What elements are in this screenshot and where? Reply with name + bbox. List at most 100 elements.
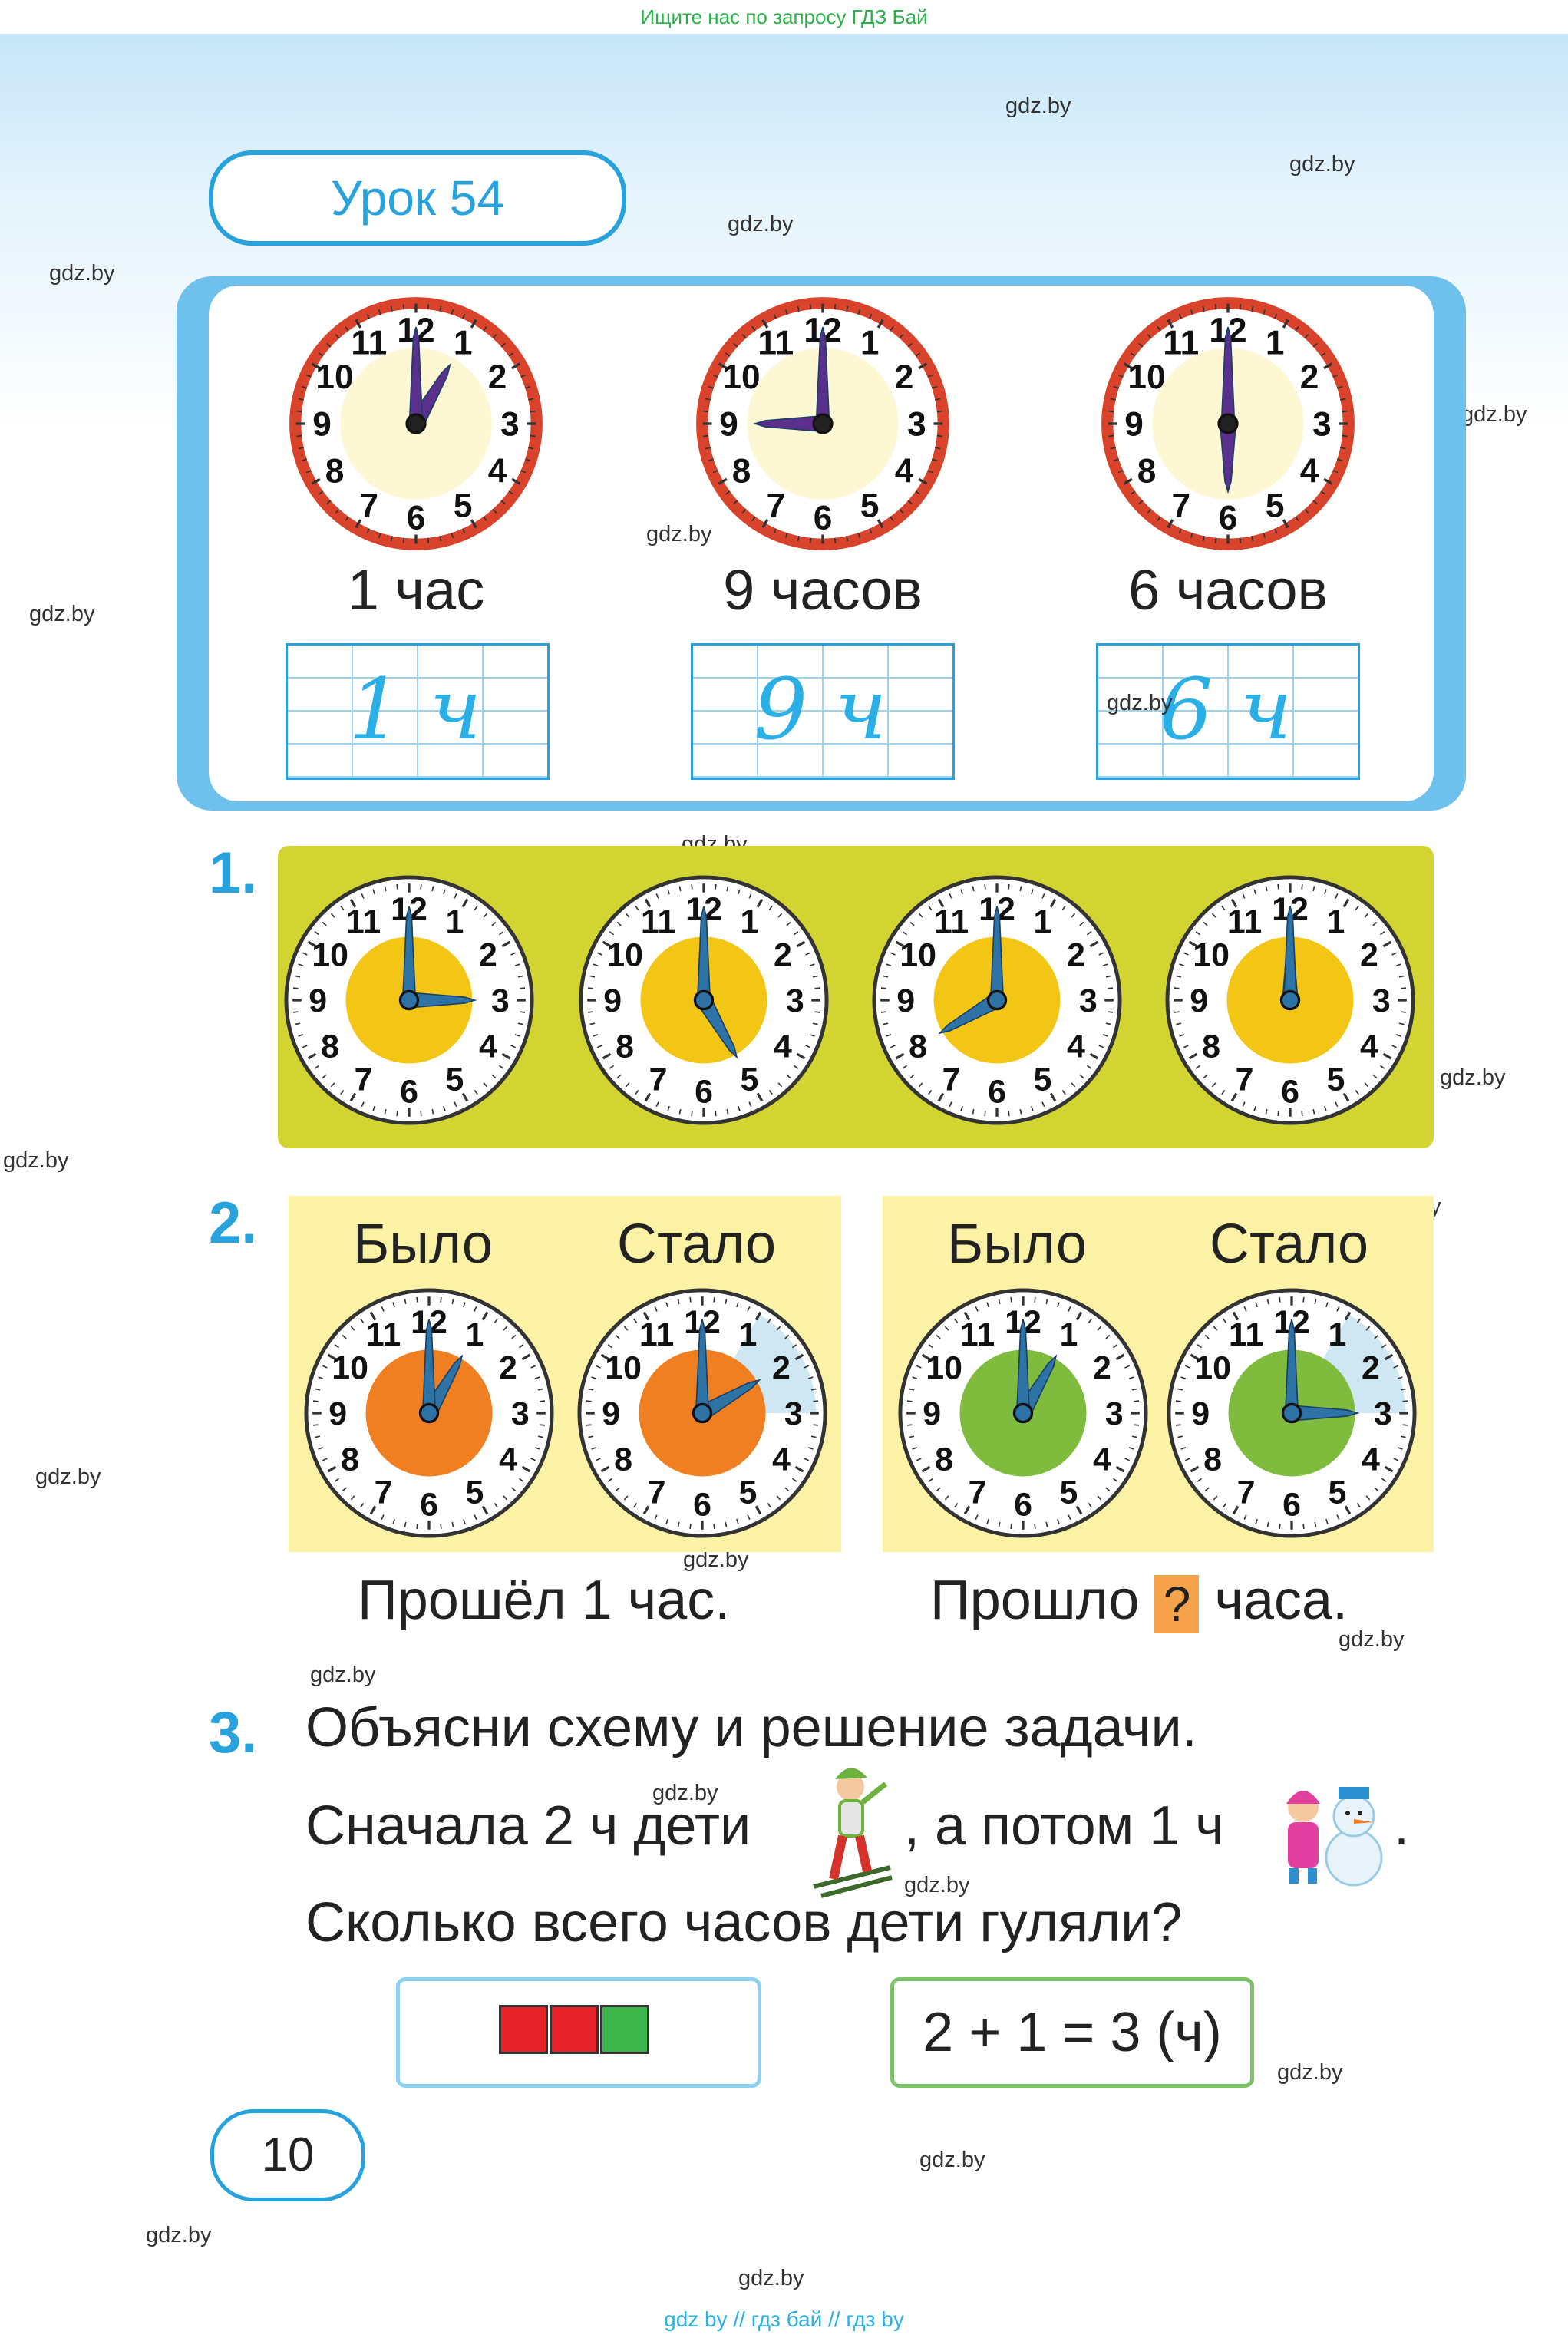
clock-number: 6 (1219, 500, 1238, 537)
clock-number: 11 (639, 1316, 674, 1353)
clock-tick (1204, 1487, 1210, 1492)
clock-tick (1061, 1089, 1066, 1095)
clock-tick (591, 1447, 597, 1450)
clock-tick (927, 470, 933, 474)
clock-tick (1128, 1447, 1134, 1450)
clock-tick (906, 1400, 913, 1402)
clock-tick (1282, 319, 1289, 329)
clock-tick (1342, 1092, 1350, 1102)
clock-number: 8 (1203, 1441, 1222, 1478)
clock-tick (902, 931, 908, 936)
clock-tick (886, 1034, 892, 1037)
clock-tick (916, 1458, 922, 1461)
clock-tick (500, 500, 506, 505)
clock-tick (345, 516, 349, 522)
clock-number: 2 (1300, 358, 1319, 396)
clock-tick (1197, 1478, 1203, 1482)
clock-tick (1274, 528, 1278, 534)
clock-tick (1204, 1334, 1210, 1339)
clock-tick (1045, 1299, 1048, 1305)
clock-tick (1355, 905, 1359, 911)
clock-tick (481, 1311, 489, 1321)
handwritten-answer-1: 1 ч (348, 660, 482, 758)
clock-tick (1335, 893, 1339, 899)
clock-tick (474, 1306, 477, 1312)
clock-tick (511, 1334, 517, 1339)
clock-tick (1019, 886, 1022, 892)
clock-tick (1178, 313, 1182, 319)
clock-tick (812, 1022, 818, 1025)
clock-tick (501, 940, 511, 948)
clock-tick (1221, 1089, 1226, 1095)
clock-number: 5 (1328, 1474, 1346, 1511)
clock-tick (751, 325, 756, 332)
clock-tick (1112, 1478, 1118, 1482)
clock-tick (427, 304, 430, 310)
clock-tick (302, 1045, 308, 1048)
clock-number: 4 (1067, 1028, 1085, 1065)
clock-tick (703, 410, 709, 413)
clock-number: 6 (988, 1074, 1006, 1111)
clock-tick (1211, 1082, 1216, 1088)
clock-tick (1113, 458, 1119, 462)
clock-number: 7 (969, 1474, 987, 1511)
clock-tick (794, 1353, 804, 1361)
clock-tick (751, 516, 756, 522)
clock-tick (1108, 987, 1114, 989)
clock-tick (708, 458, 714, 462)
clock-tick (880, 987, 886, 989)
clock-tick (1213, 1495, 1218, 1501)
clock-tick (1400, 1435, 1406, 1438)
clock-tick (530, 434, 536, 438)
clock-tick (725, 490, 731, 495)
clock-tick (1010, 1524, 1012, 1530)
clock-tick (932, 385, 938, 389)
clock-tick (1374, 1487, 1379, 1492)
clock-number: 9 (1191, 1395, 1210, 1432)
clock-tick (1320, 490, 1326, 495)
watermark: gdz.by (49, 261, 115, 286)
scheme-segment (499, 2005, 548, 2054)
clock-tick (600, 1465, 610, 1473)
clock-tick (1230, 1092, 1238, 1102)
clock-number: 9 (309, 982, 327, 1019)
clock-tick (311, 362, 321, 370)
clock-tick (589, 1022, 596, 1025)
clock-tick (733, 342, 738, 348)
clock-tick (1075, 1311, 1083, 1321)
clock-tick (954, 1502, 959, 1508)
clock-tick (350, 1326, 355, 1331)
clock-tick (1008, 883, 1010, 890)
clock-tick (350, 1495, 355, 1501)
clock-number: 8 (935, 1441, 953, 1478)
clock-number: 1 (1059, 1316, 1078, 1353)
clock-tick (1180, 1376, 1187, 1379)
clock-number: 4 (1093, 1441, 1111, 1478)
clock-tick (773, 313, 777, 319)
clock-tick (678, 1108, 682, 1115)
clock-number: 7 (375, 1474, 393, 1511)
clock-tick (1342, 434, 1348, 438)
clock-tick (602, 1052, 612, 1060)
clock-tick (1089, 940, 1099, 948)
clock-tick (514, 963, 520, 966)
clock-tick (318, 1376, 324, 1379)
clock-tick (1130, 352, 1136, 357)
clock-tick (642, 1311, 650, 1321)
clock-number: 5 (860, 487, 880, 524)
clock-tick (1312, 886, 1315, 892)
clock-tick (784, 533, 788, 539)
clock-tick (510, 952, 517, 956)
clock-tick (733, 500, 738, 505)
clock-tick (1180, 1447, 1187, 1450)
skier-icon (813, 1768, 893, 1898)
clock-tick (340, 905, 345, 911)
clock-tick (1335, 1101, 1339, 1108)
clock-tick (1188, 1052, 1198, 1060)
clock-number: 3 (784, 1395, 803, 1432)
clock-tick (807, 1376, 814, 1379)
clock-number: 8 (325, 453, 345, 490)
clock-tick (1336, 1514, 1340, 1521)
